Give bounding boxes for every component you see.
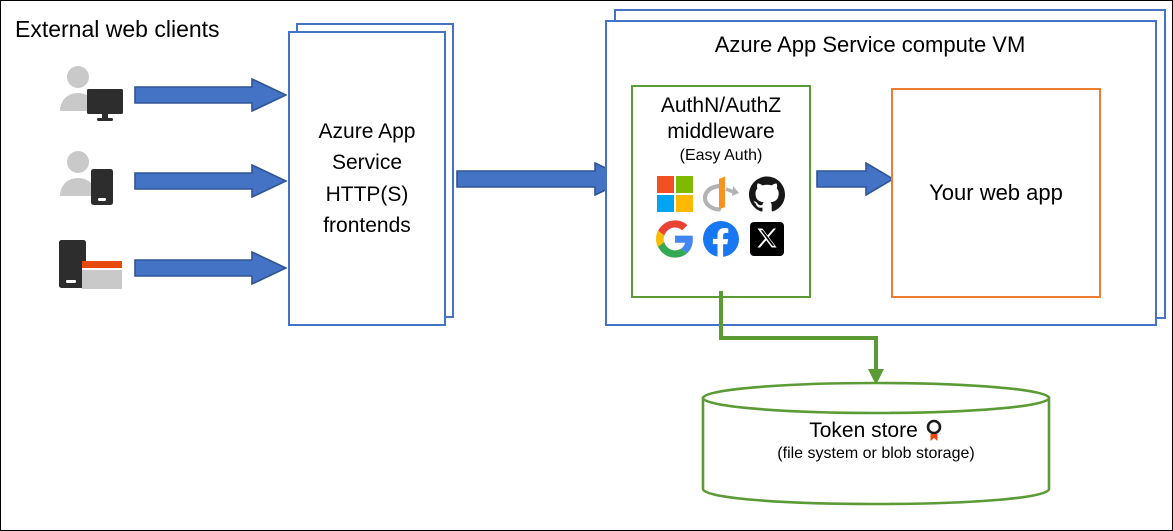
token-store-title-row: Token store [701, 419, 1051, 443]
middleware-title: AuthN/AuthZ middleware [660, 94, 782, 144]
frontends-box[interactable]: Azure App Service HTTP(S) frontends [288, 31, 446, 326]
vm-title: Azure App Service compute VM [714, 32, 1026, 57]
phone-browser-icon [56, 235, 126, 295]
openid-connect-icon[interactable] [702, 175, 740, 213]
web-app-label: Your web app [929, 180, 1063, 205]
token-store-label: Token store (file system or blob storage… [701, 419, 1051, 463]
identity-provider-logos [652, 172, 790, 262]
arrow-client-3-to-frontends [134, 250, 288, 286]
arrow-middleware-to-token-store [691, 291, 901, 391]
person-phone-icon [56, 149, 126, 209]
arrow-frontends-to-middleware [456, 161, 631, 197]
token-store-subtitle: (file system or blob storage) [777, 445, 975, 462]
arrow-client-1-to-frontends [134, 77, 288, 113]
x-twitter-icon[interactable] [748, 220, 786, 258]
web-app-box[interactable]: Your web app [891, 88, 1101, 298]
frontends-label: Azure App Service HTTP(S) frontends [318, 119, 416, 238]
token-store-title: Token store [809, 419, 918, 442]
page-title: External web clients [15, 16, 220, 42]
middleware-box[interactable]: AuthN/AuthZ middleware (Easy Auth) [631, 85, 811, 298]
middleware-subtitle: (Easy Auth) [679, 146, 763, 164]
badge-seal-icon [925, 419, 943, 443]
microsoft-icon[interactable] [656, 175, 694, 213]
google-icon[interactable] [656, 220, 694, 258]
facebook-icon[interactable] [702, 220, 740, 258]
arrow-middleware-to-web-app [816, 161, 895, 197]
arrow-client-2-to-frontends [134, 163, 288, 199]
token-store-cylinder[interactable] [701, 381, 1051, 506]
person-monitor-icon [56, 64, 126, 124]
github-icon[interactable] [748, 175, 786, 213]
